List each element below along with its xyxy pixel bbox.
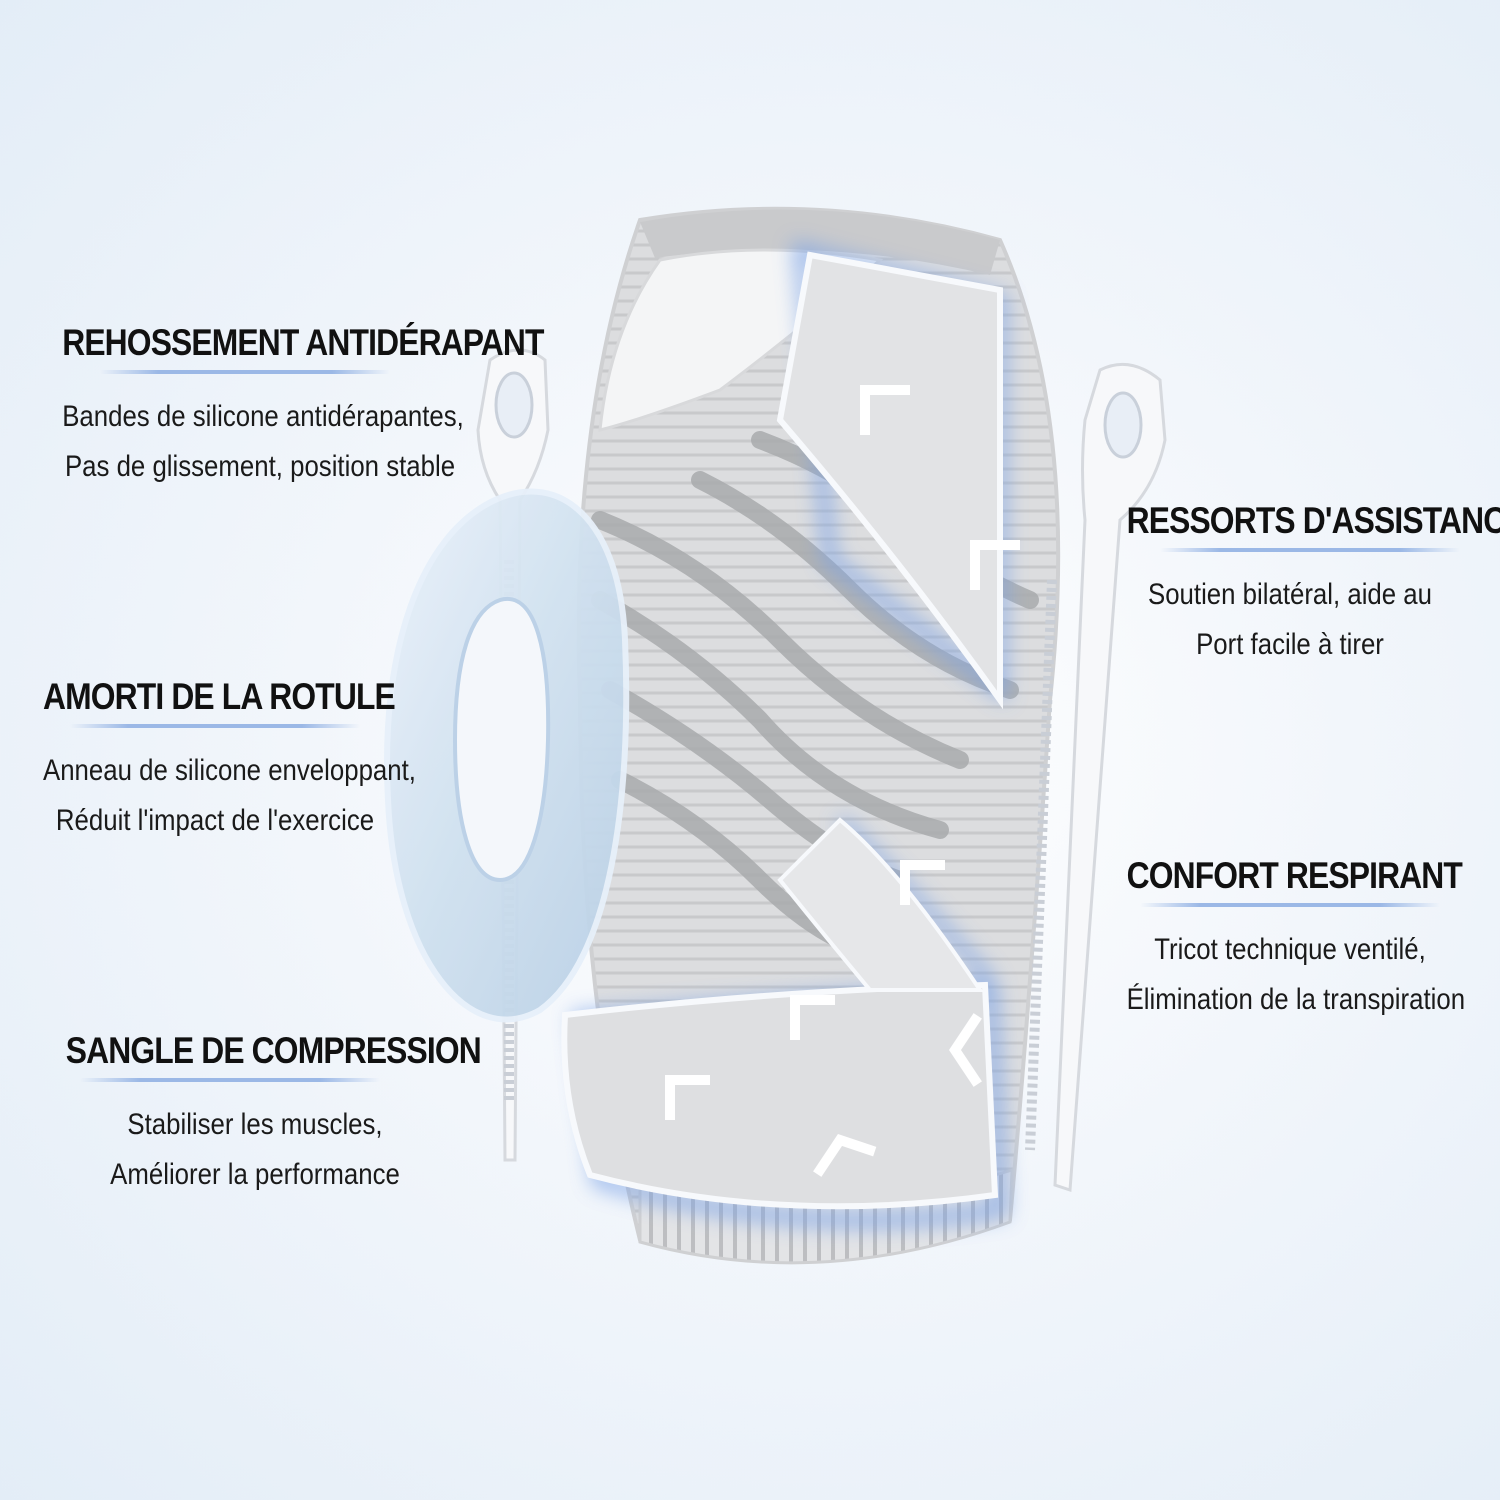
feature-breathable-line-1: Tricot technique ventilé, — [1154, 933, 1426, 966]
feature-strap-line-2: Améliorer la performance — [110, 1158, 400, 1191]
silicone-ring — [384, 488, 630, 1023]
feature-antislip-rule — [100, 370, 390, 374]
feature-strap-line-1: Stabiliser les muscles, — [127, 1108, 383, 1141]
feature-springs-title: RESSORTS D'ASSISTANCE — [1126, 500, 1500, 541]
feature-springs-line-2: Port facile à tirer — [1196, 628, 1384, 661]
feature-kneecap: AMORTI DE LA ROTULE Anneau de silicone e… — [15, 676, 416, 846]
feature-springs-rule — [1160, 548, 1460, 552]
feature-antislip: REHOSSEMENT ANTIDÉRAPANT Bandes de silic… — [30, 322, 544, 492]
feature-kneecap-title: AMORTI DE LA ROTULE — [43, 676, 396, 717]
feature-kneecap-line-2: Réduit l'impact de l'exercice — [55, 804, 375, 837]
feature-breathable: CONFORT RESPIRANT Tricot technique venti… — [1100, 855, 1480, 1025]
feature-breathable-title: CONFORT RESPIRANT — [1126, 855, 1463, 896]
feature-breathable-rule — [1140, 903, 1440, 907]
upper-strap — [776, 251, 1003, 710]
feature-breathable-line-2: Élimination de la transpiration — [1126, 983, 1466, 1016]
feature-springs-line-1: Soutien bilatéral, aide au — [1147, 578, 1432, 611]
compression-strap — [561, 981, 999, 1210]
feature-antislip-line-1: Bandes de silicone antidérapantes, — [62, 400, 464, 433]
chevron-marks — [665, 385, 1020, 1177]
feature-kneecap-rule — [70, 724, 360, 728]
feature-antislip-title: REHOSSEMENT ANTIDÉRAPANT — [62, 322, 544, 363]
feature-strap: SANGLE DE COMPRESSION Stabiliser les mus… — [35, 1030, 482, 1200]
feature-springs: RESSORTS D'ASSISTANCE Soutien bilatéral,… — [1100, 500, 1500, 670]
feature-strap-rule — [80, 1078, 380, 1082]
feature-kneecap-line-1: Anneau de silicone enveloppant, — [43, 754, 416, 787]
feature-antislip-line-2: Pas de glissement, position stable — [64, 450, 456, 483]
feature-strap-title: SANGLE DE COMPRESSION — [65, 1030, 482, 1071]
right-spring — [1025, 362, 1167, 1193]
